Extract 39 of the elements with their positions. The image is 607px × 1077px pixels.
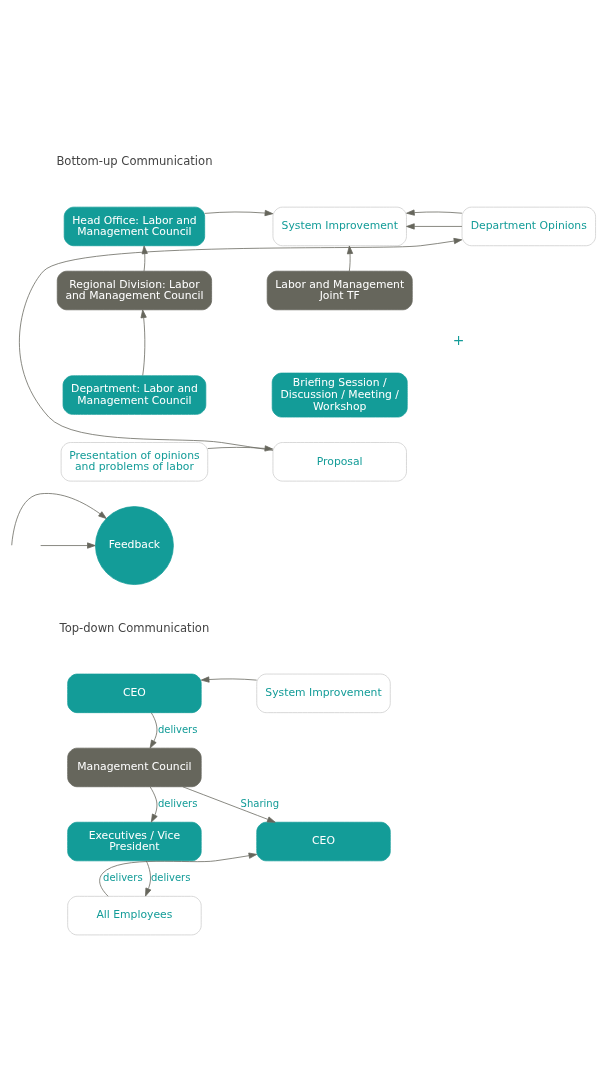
label: Bottom-up Communication <box>56 153 213 168</box>
node-box: Proposal <box>272 441 407 481</box>
arrow <box>207 444 274 451</box>
node-box: All Employees <box>67 895 202 935</box>
node-box: Management Council <box>67 747 202 787</box>
node-box: System Improvement <box>272 206 407 246</box>
label: Top-down Communication <box>59 620 210 635</box>
node-box: System Improvement <box>256 673 391 713</box>
node-box: Presentation of opinions and problems of labor <box>60 441 209 481</box>
arrow <box>406 209 463 216</box>
arrow <box>145 860 152 896</box>
node-box: Labor and Management Joint TF <box>266 270 413 310</box>
arrow <box>182 785 276 823</box>
node-box: Regional Division: Labor and Management Council <box>56 270 212 310</box>
node-box: Head Office: Labor and Management Council <box>63 206 206 246</box>
arrow <box>140 309 147 376</box>
arrow <box>204 209 274 216</box>
arrow <box>149 711 158 748</box>
arrow <box>346 245 354 272</box>
arrow <box>19 237 463 451</box>
edge-label: delivers <box>150 871 191 883</box>
arrow <box>141 245 148 272</box>
arrow <box>40 541 96 549</box>
edge-label: Sharing <box>240 797 280 809</box>
node-box: Department Opinions <box>461 206 596 246</box>
node-box: CEO <box>256 821 391 861</box>
edge-label: delivers <box>103 871 143 883</box>
node-box: CEO <box>67 673 202 713</box>
edge-label: delivers <box>157 797 198 809</box>
edge-label: delivers <box>157 723 198 735</box>
node-box: Executives / Vice President <box>67 821 202 861</box>
arrow <box>406 222 463 230</box>
node-box: Briefing Session / Discussion / Meeting / Workshop <box>271 372 408 417</box>
node-box: Department: Labor and Management Council <box>62 374 207 415</box>
arrow <box>149 785 158 822</box>
label: + <box>452 331 465 348</box>
arrow <box>11 492 107 546</box>
arrow <box>200 675 258 683</box>
arrow <box>99 852 258 897</box>
